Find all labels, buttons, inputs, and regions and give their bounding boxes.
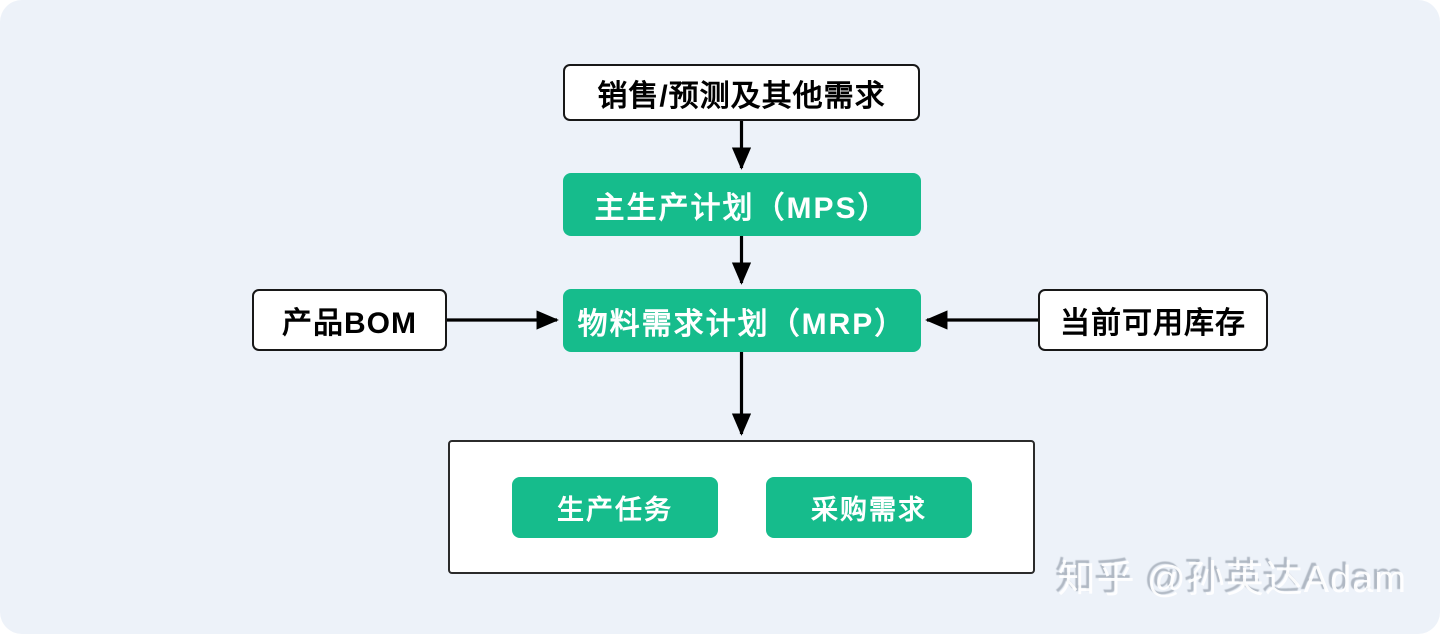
- node-mrp: 物料需求计划（MRP）: [563, 289, 921, 352]
- node-production-task: 生产任务: [512, 477, 718, 538]
- zhihu-watermark: 知乎 @孙英达Adam: [1057, 559, 1407, 601]
- node-sales-forecast-demand: 销售/预测及其他需求: [563, 64, 920, 121]
- node-product-bom: 产品BOM: [252, 289, 447, 351]
- node-available-inventory: 当前可用库存: [1038, 289, 1268, 351]
- node-mps: 主生产计划（MPS）: [563, 173, 921, 236]
- node-purchase-demand: 采购需求: [766, 477, 972, 538]
